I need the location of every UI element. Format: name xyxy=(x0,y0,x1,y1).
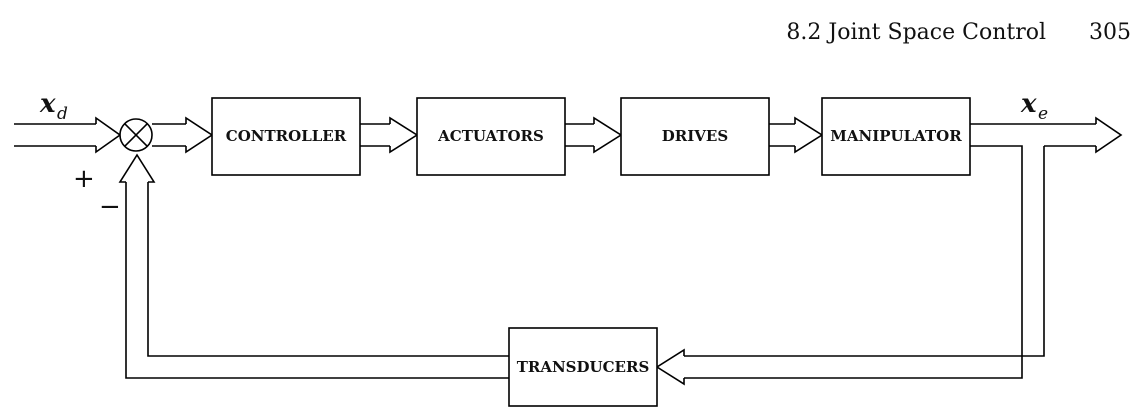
arrow-controller-to-actuators xyxy=(360,123,390,147)
arrowhead-junction-to-controller xyxy=(185,116,214,154)
arrowhead-drives-to-manipulator xyxy=(794,116,824,154)
transducers-block xyxy=(508,327,658,407)
page-header: 8.2 Joint Space Control 305 xyxy=(786,20,1131,45)
arrow-actuators-to-drives xyxy=(565,123,594,147)
manipulator-block xyxy=(821,97,971,176)
minus-sign: − xyxy=(99,192,121,222)
transducers-label: TRANSDUCERS xyxy=(517,358,650,376)
section-title: 8.2 Joint Space Control xyxy=(786,20,1046,45)
input-signal-symbol: x xyxy=(39,89,56,119)
actuators-block xyxy=(416,97,566,176)
input-signal-label: x d xyxy=(39,89,68,124)
controller-label: CONTROLLER xyxy=(226,127,347,145)
output-signal-subscript: e xyxy=(1038,104,1048,124)
arrowhead-actuators-to-drives xyxy=(593,116,623,154)
manipulator-label: MANIPULATOR xyxy=(830,127,962,145)
arrow-drives-to-manipulator xyxy=(769,123,795,147)
input-arrow-shaft xyxy=(14,123,96,147)
feedback-arrowhead xyxy=(118,153,156,183)
drives-label: DRIVES xyxy=(662,127,728,145)
arrow-junction-to-controller xyxy=(152,123,186,147)
output-signal-label: x e xyxy=(1020,89,1048,124)
summing-junction xyxy=(119,118,153,152)
page-number: 305 xyxy=(1089,20,1131,45)
plus-sign: + xyxy=(73,164,95,194)
drives-block xyxy=(620,97,770,176)
controller-block xyxy=(211,97,361,176)
output-arrow-shaft xyxy=(684,123,1096,379)
actuators-label: ACTUATORS xyxy=(437,127,544,145)
output-arrowhead xyxy=(1095,116,1123,154)
input-signal-subscript: d xyxy=(57,104,68,124)
arrowhead-into-transducers xyxy=(655,348,685,386)
output-signal-symbol: x xyxy=(1020,89,1037,119)
feedback-pipe xyxy=(125,182,509,379)
input-arrowhead xyxy=(95,116,122,154)
arrowhead-controller-to-actuators xyxy=(389,116,419,154)
